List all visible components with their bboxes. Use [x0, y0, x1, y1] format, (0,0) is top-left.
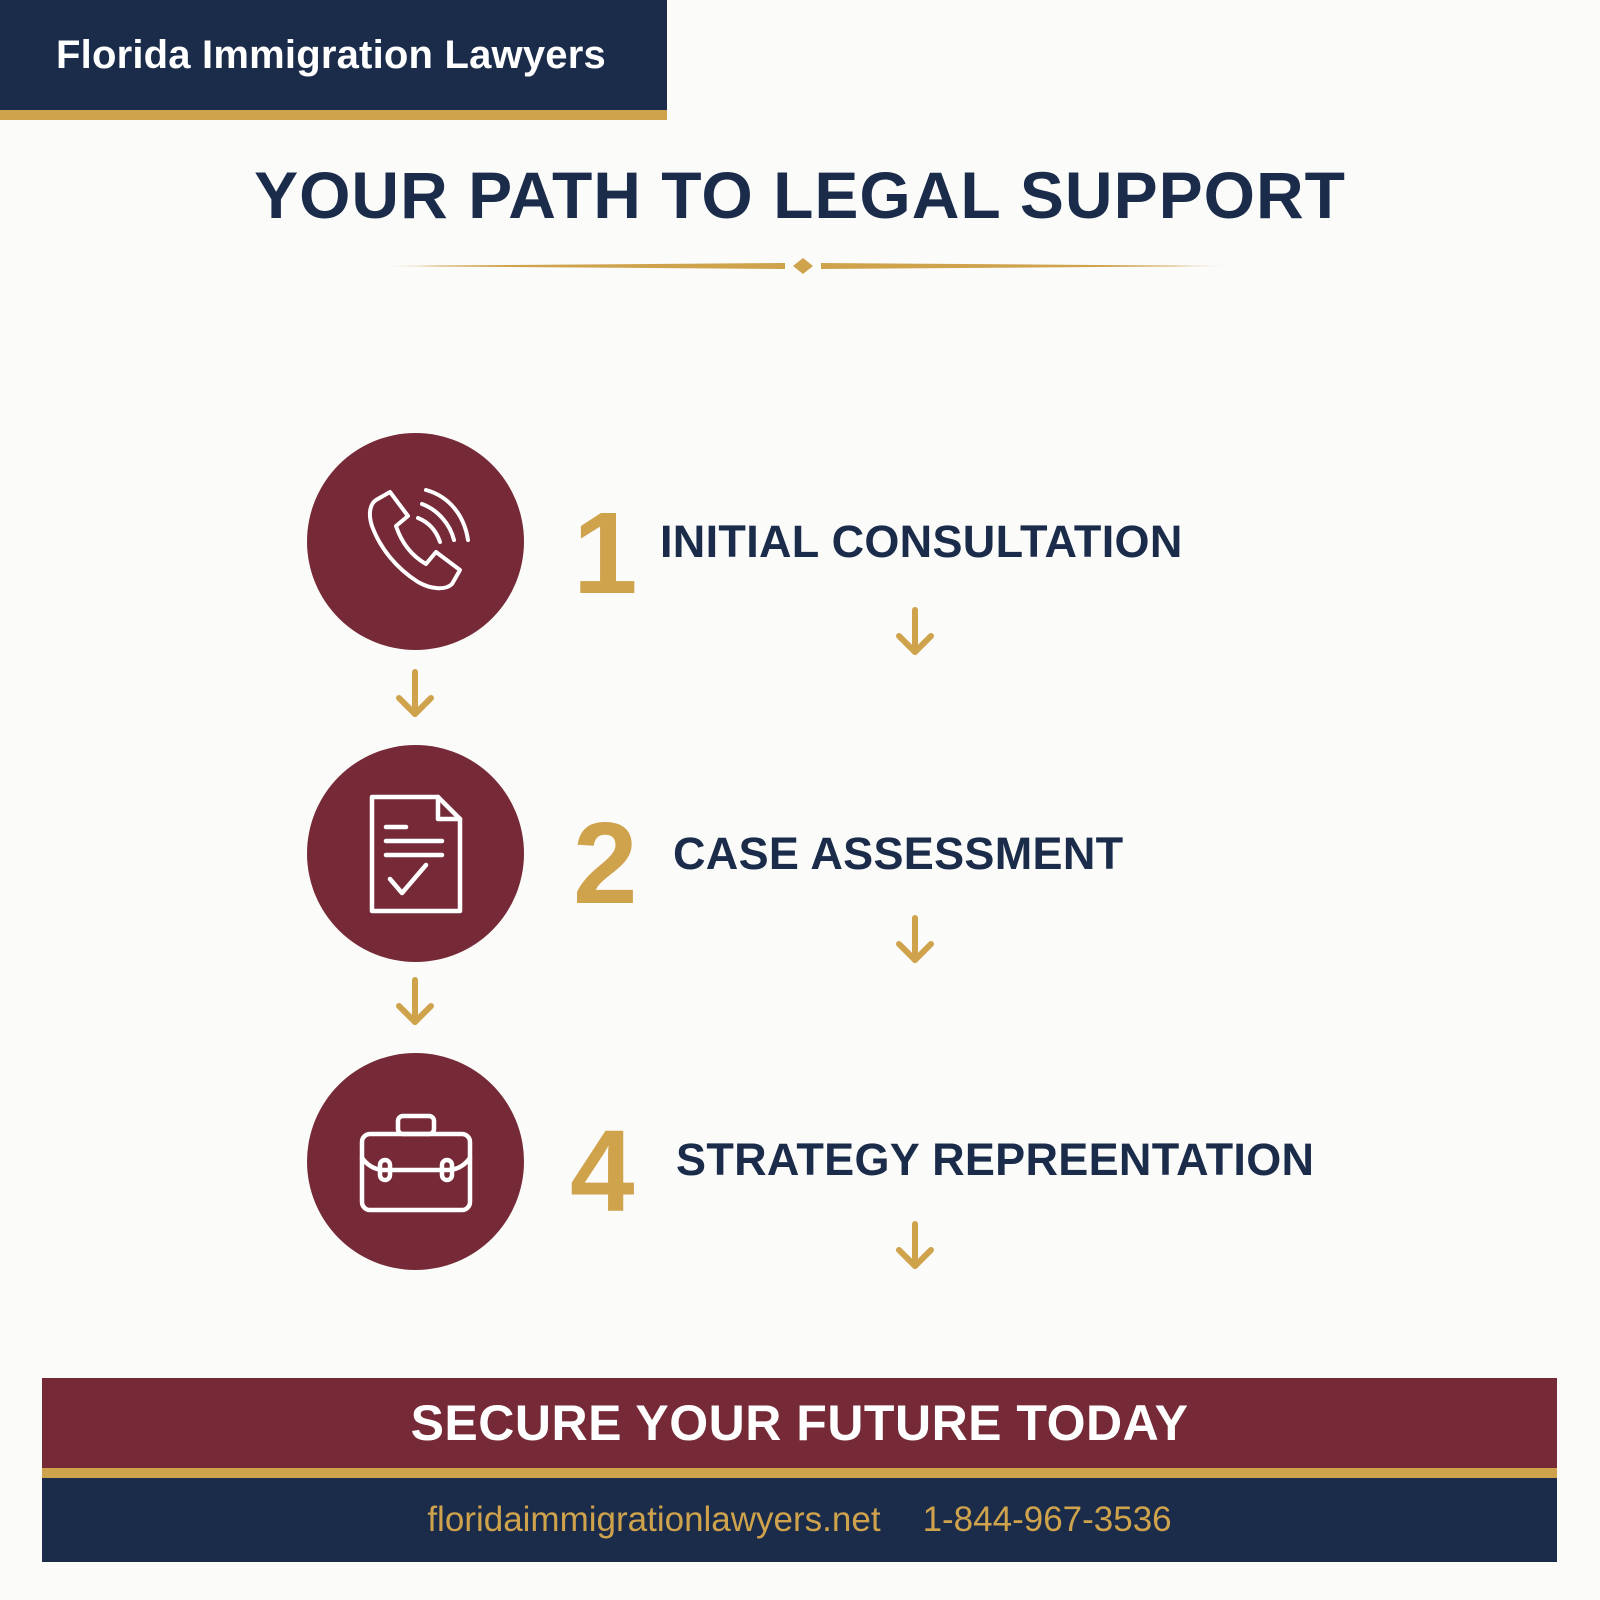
step-1-label: INITIAL CONSULTATION	[660, 516, 1183, 567]
title-divider	[375, 258, 1235, 274]
cta-text: SECURE YOUR FUTURE TODAY	[410, 1395, 1189, 1451]
down-arrow-icon	[394, 668, 436, 720]
step-2-number: 2	[573, 798, 638, 928]
phone-icon	[367, 487, 470, 590]
step-2-icon-circle	[307, 745, 524, 962]
step-3-number: 4	[570, 1106, 635, 1236]
down-arrow-icon	[894, 914, 936, 966]
step-1-number: 1	[573, 488, 638, 618]
page-title: YOUR PATH TO LEGAL SUPPORT	[254, 158, 1346, 232]
gold-stripe	[42, 1468, 1557, 1478]
down-arrow-icon	[894, 1220, 936, 1272]
step-1-icon-circle	[307, 433, 524, 650]
briefcase-icon	[359, 1113, 472, 1212]
cta-banner-top: SECURE YOUR FUTURE TODAY	[42, 1378, 1557, 1468]
step-3-icon-circle	[307, 1053, 524, 1270]
contact-bar: floridaimmigrationlawyers.net 1-844-967-…	[42, 1478, 1557, 1562]
step-2-label: CASE ASSESSMENT	[673, 828, 1124, 879]
down-arrow-icon	[894, 606, 936, 658]
down-arrow-icon	[394, 976, 436, 1028]
brand-header: Florida Immigration Lawyers	[0, 0, 667, 120]
step-3-label: STRATEGY REPREENTATION	[676, 1134, 1315, 1185]
document-check-icon	[369, 794, 462, 913]
website-link[interactable]: floridaimmigrationlawyers.net	[427, 1500, 881, 1539]
phone-number[interactable]: 1-844-967-3536	[922, 1500, 1172, 1539]
brand-name: Florida Immigration Lawyers	[56, 32, 606, 77]
cta-banner: SECURE YOUR FUTURE TODAY floridaimmigrat…	[42, 1378, 1557, 1562]
